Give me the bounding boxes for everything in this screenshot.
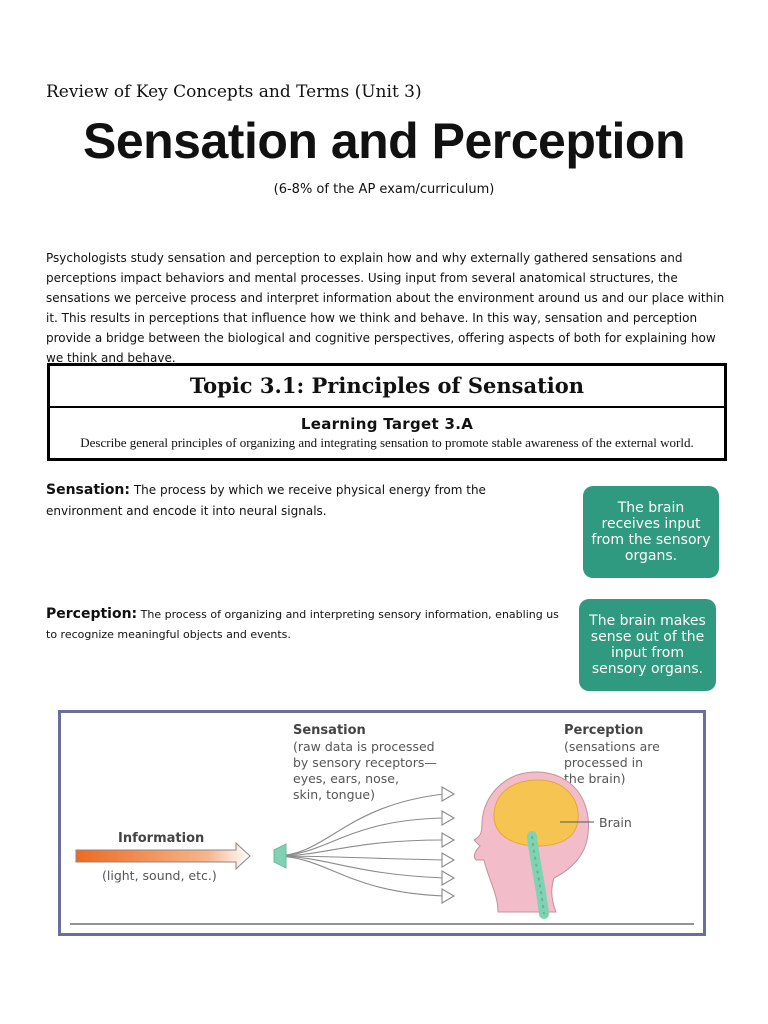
fan-arrowhead-1 — [441, 786, 456, 802]
sensation-perception-diagram: Information (light, sound, etc.) Sensati… — [58, 710, 706, 936]
fan-arrowheads — [441, 786, 456, 904]
diagram-svg: Information (light, sound, etc.) Sensati… — [58, 710, 706, 936]
information-arrow — [75, 841, 251, 871]
sensation-line-2: by sensory receptors— — [293, 755, 437, 770]
sensation-line-4: skin, tongue) — [293, 787, 375, 802]
fan-base — [273, 843, 287, 869]
information-sub-label: (light, sound, etc.) — [102, 868, 217, 883]
perception-term: Perception: — [46, 606, 138, 622]
intro-paragraph: Psychologists study sensation and percep… — [46, 251, 725, 365]
topic-box: Topic 3.1: Principles of Sensation Learn… — [47, 363, 727, 461]
fan-path-6 — [273, 855, 445, 897]
fan-path-1 — [273, 793, 445, 857]
learning-target-description: Describe general principles of organizin… — [80, 435, 694, 450]
fan-path-2 — [273, 817, 445, 857]
fan-arrowhead-3 — [441, 832, 456, 848]
perception-diagram-title: Perception — [564, 723, 643, 738]
brain-label: Brain — [599, 815, 632, 830]
perception-line-1: (sensations are — [564, 739, 660, 754]
sensation-line-1: (raw data is processed — [293, 739, 435, 754]
brain-shape — [493, 779, 579, 847]
perception-line-3: the brain) — [564, 771, 626, 786]
information-label: Information — [118, 831, 204, 846]
perception-callout: The brain makes sense out of the input f… — [579, 599, 716, 691]
fan-arrowhead-6 — [441, 888, 456, 904]
sensation-definition: Sensation: The process by which we recei… — [46, 480, 561, 522]
sensation-definition-text: The process by which we receive physical… — [46, 483, 486, 518]
perception-line-2: processed in — [564, 755, 643, 770]
fan-arrowhead-5 — [441, 870, 456, 886]
learning-target-title: Learning Target 3.A — [300, 415, 474, 433]
sensory-fan — [273, 793, 445, 897]
fan-arrowhead-4 — [441, 852, 456, 868]
perception-definition-text: The process of organizing and interpreti… — [46, 608, 559, 641]
diagram-frame — [58, 710, 706, 936]
fan-path-5 — [273, 855, 445, 879]
sensation-line-3: eyes, ears, nose, — [293, 771, 399, 786]
spinal-cord — [527, 831, 549, 919]
topic-title: Topic 3.1: Principles of Sensation — [50, 366, 724, 408]
sensation-term: Sensation: — [46, 482, 130, 498]
fan-path-3 — [273, 839, 445, 857]
exam-note: (6-8% of the AP exam/curriculum) — [273, 182, 495, 197]
perception-definition: Perception: The process of organizing an… — [46, 604, 561, 645]
sensation-callout: The brain receives input from the sensor… — [583, 486, 719, 578]
document-subtitle: Review of Key Concepts and Terms (Unit 3… — [46, 82, 422, 102]
fan-path-4 — [273, 855, 445, 861]
page-title: Sensation and Perception — [82, 113, 686, 169]
fan-arrowhead-2 — [441, 810, 456, 826]
sensation-diagram-title: Sensation — [293, 723, 366, 738]
